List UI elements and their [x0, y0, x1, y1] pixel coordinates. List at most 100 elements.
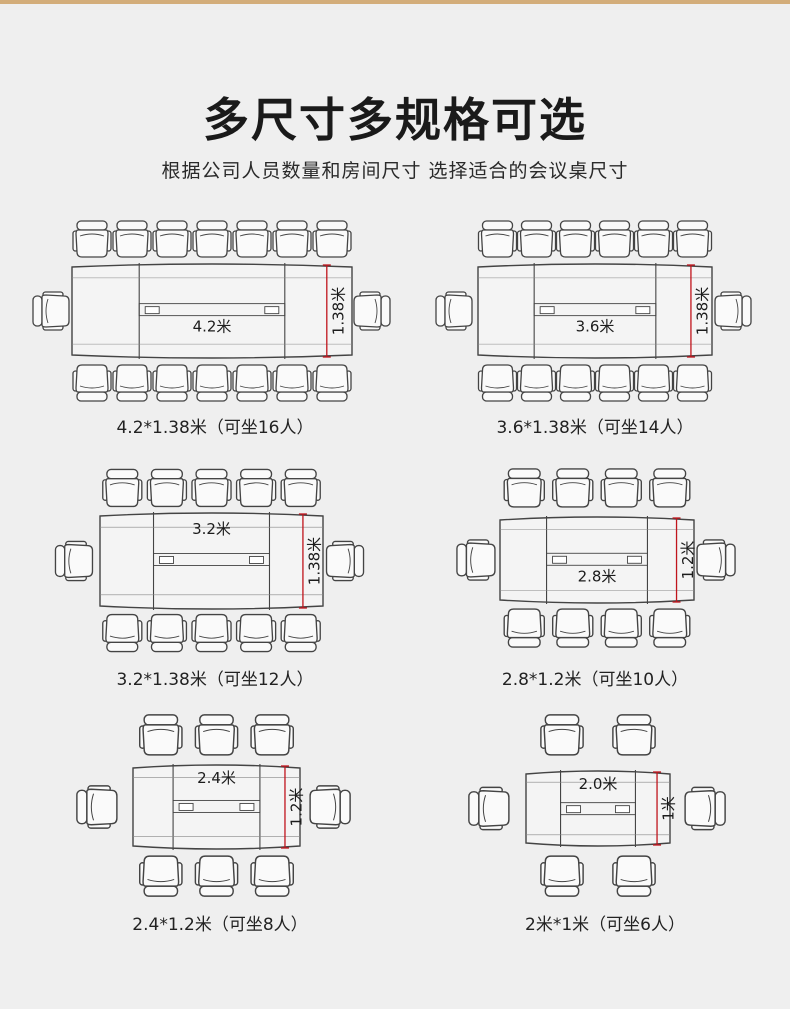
- table-length-label: 2.8米: [578, 567, 617, 585]
- chair-icon: [540, 714, 584, 756]
- cable-trough: [172, 799, 261, 813]
- chair-icon: [672, 364, 713, 402]
- table-diagram: 3.2米 1.38米: [54, 468, 365, 653]
- chair-icon: [191, 468, 232, 508]
- table-layout-card: 3.2米 1.38米 3.2*1.38米（可坐12人）: [50, 465, 380, 695]
- chair-icon: [477, 364, 518, 402]
- chair-icon: [435, 291, 473, 331]
- power-socket: [264, 306, 280, 315]
- chair-icon: [503, 468, 545, 508]
- chair-icon: [194, 714, 239, 756]
- layout-caption: 3.2*1.38米（可坐12人）: [116, 670, 314, 690]
- table-length-label: 2.0米: [579, 775, 618, 793]
- chair-icon: [309, 785, 351, 829]
- chair-icon: [552, 468, 594, 508]
- table-width-label: 1.38米: [305, 537, 323, 585]
- layout-caption: 4.2*1.38米（可坐16人）: [116, 418, 314, 438]
- chair-icon: [72, 220, 112, 258]
- table-width-label: 1.38米: [693, 287, 711, 335]
- chair-icon: [194, 855, 239, 897]
- conference-table: [525, 770, 671, 847]
- width-dimension: [322, 264, 331, 358]
- power-socket: [539, 306, 555, 315]
- chair-icon: [612, 855, 656, 897]
- chair-icon: [280, 613, 321, 653]
- chair-icon: [312, 220, 352, 258]
- conference-table: [71, 263, 353, 359]
- chair-icon: [594, 364, 635, 402]
- table-length-label: 2.4米: [197, 769, 236, 787]
- width-dimension: [686, 264, 695, 358]
- chair-icon: [232, 220, 272, 258]
- chair-icon: [72, 364, 112, 402]
- chair-icon: [555, 364, 596, 402]
- chair-icon: [102, 613, 143, 653]
- chair-icon: [633, 364, 674, 402]
- power-socket: [249, 556, 264, 564]
- power-socket: [159, 556, 174, 564]
- chair-icon: [684, 786, 726, 831]
- chair-icon: [112, 220, 152, 258]
- chair-icon: [272, 364, 312, 402]
- chair-icon: [325, 540, 365, 582]
- chair-icon: [468, 786, 510, 831]
- chair-icon: [649, 608, 691, 648]
- chair-icon: [280, 468, 321, 508]
- cable-trough: [153, 553, 270, 566]
- table-length-label: 3.2米: [192, 520, 231, 538]
- chair-icon: [152, 220, 192, 258]
- layout-caption: 3.6*1.38米（可坐14人）: [496, 418, 694, 438]
- power-socket: [626, 555, 642, 564]
- chair-icon: [649, 468, 691, 508]
- chair-icon: [600, 468, 642, 508]
- table-length-label: 3.6米: [576, 318, 615, 336]
- cable-trough: [138, 303, 286, 317]
- cable-trough: [533, 303, 657, 317]
- chair-icon: [191, 613, 232, 653]
- chair-icon: [152, 364, 192, 402]
- chair-icon: [235, 613, 277, 653]
- table-diagram: 2.4米1.2米: [76, 714, 351, 897]
- chair-icon: [516, 220, 557, 258]
- conference-table: [99, 512, 324, 610]
- layout-caption: 2米*1米（可坐6人）: [525, 915, 685, 935]
- top-accent-bar: [0, 0, 790, 4]
- page-title: 多尺寸多规格可选: [203, 93, 587, 147]
- chair-icon: [633, 220, 674, 258]
- page-subtitle: 根据公司人员数量和房间尺寸 选择适合的会议桌尺寸: [161, 160, 629, 182]
- chair-icon: [540, 855, 584, 897]
- conference-table: [477, 263, 713, 359]
- chair-icon: [250, 855, 295, 897]
- width-dimension: [298, 513, 307, 609]
- chair-icon: [54, 540, 94, 582]
- power-socket: [552, 555, 568, 564]
- chair-icon: [139, 714, 183, 756]
- chair-icon: [552, 608, 594, 648]
- chair-icon: [672, 220, 713, 258]
- chair-icon: [192, 220, 232, 258]
- chair-icon: [555, 220, 596, 258]
- cable-trough: [546, 552, 648, 566]
- chair-icon: [146, 613, 188, 653]
- chair-icon: [250, 714, 295, 756]
- chair-icon: [272, 220, 312, 258]
- chair-icon: [112, 364, 152, 402]
- chair-icon: [235, 468, 277, 508]
- chair-icon: [612, 714, 656, 756]
- conference-table: [499, 516, 695, 604]
- chair-icon: [516, 364, 557, 402]
- power-socket: [635, 306, 651, 315]
- chair-icon: [32, 291, 70, 331]
- chair-icon: [503, 608, 545, 648]
- chair-icon: [477, 220, 518, 258]
- width-dimension: [280, 765, 289, 849]
- cable-trough: [560, 802, 636, 816]
- chair-icon: [600, 608, 642, 648]
- chair-icon: [232, 364, 272, 402]
